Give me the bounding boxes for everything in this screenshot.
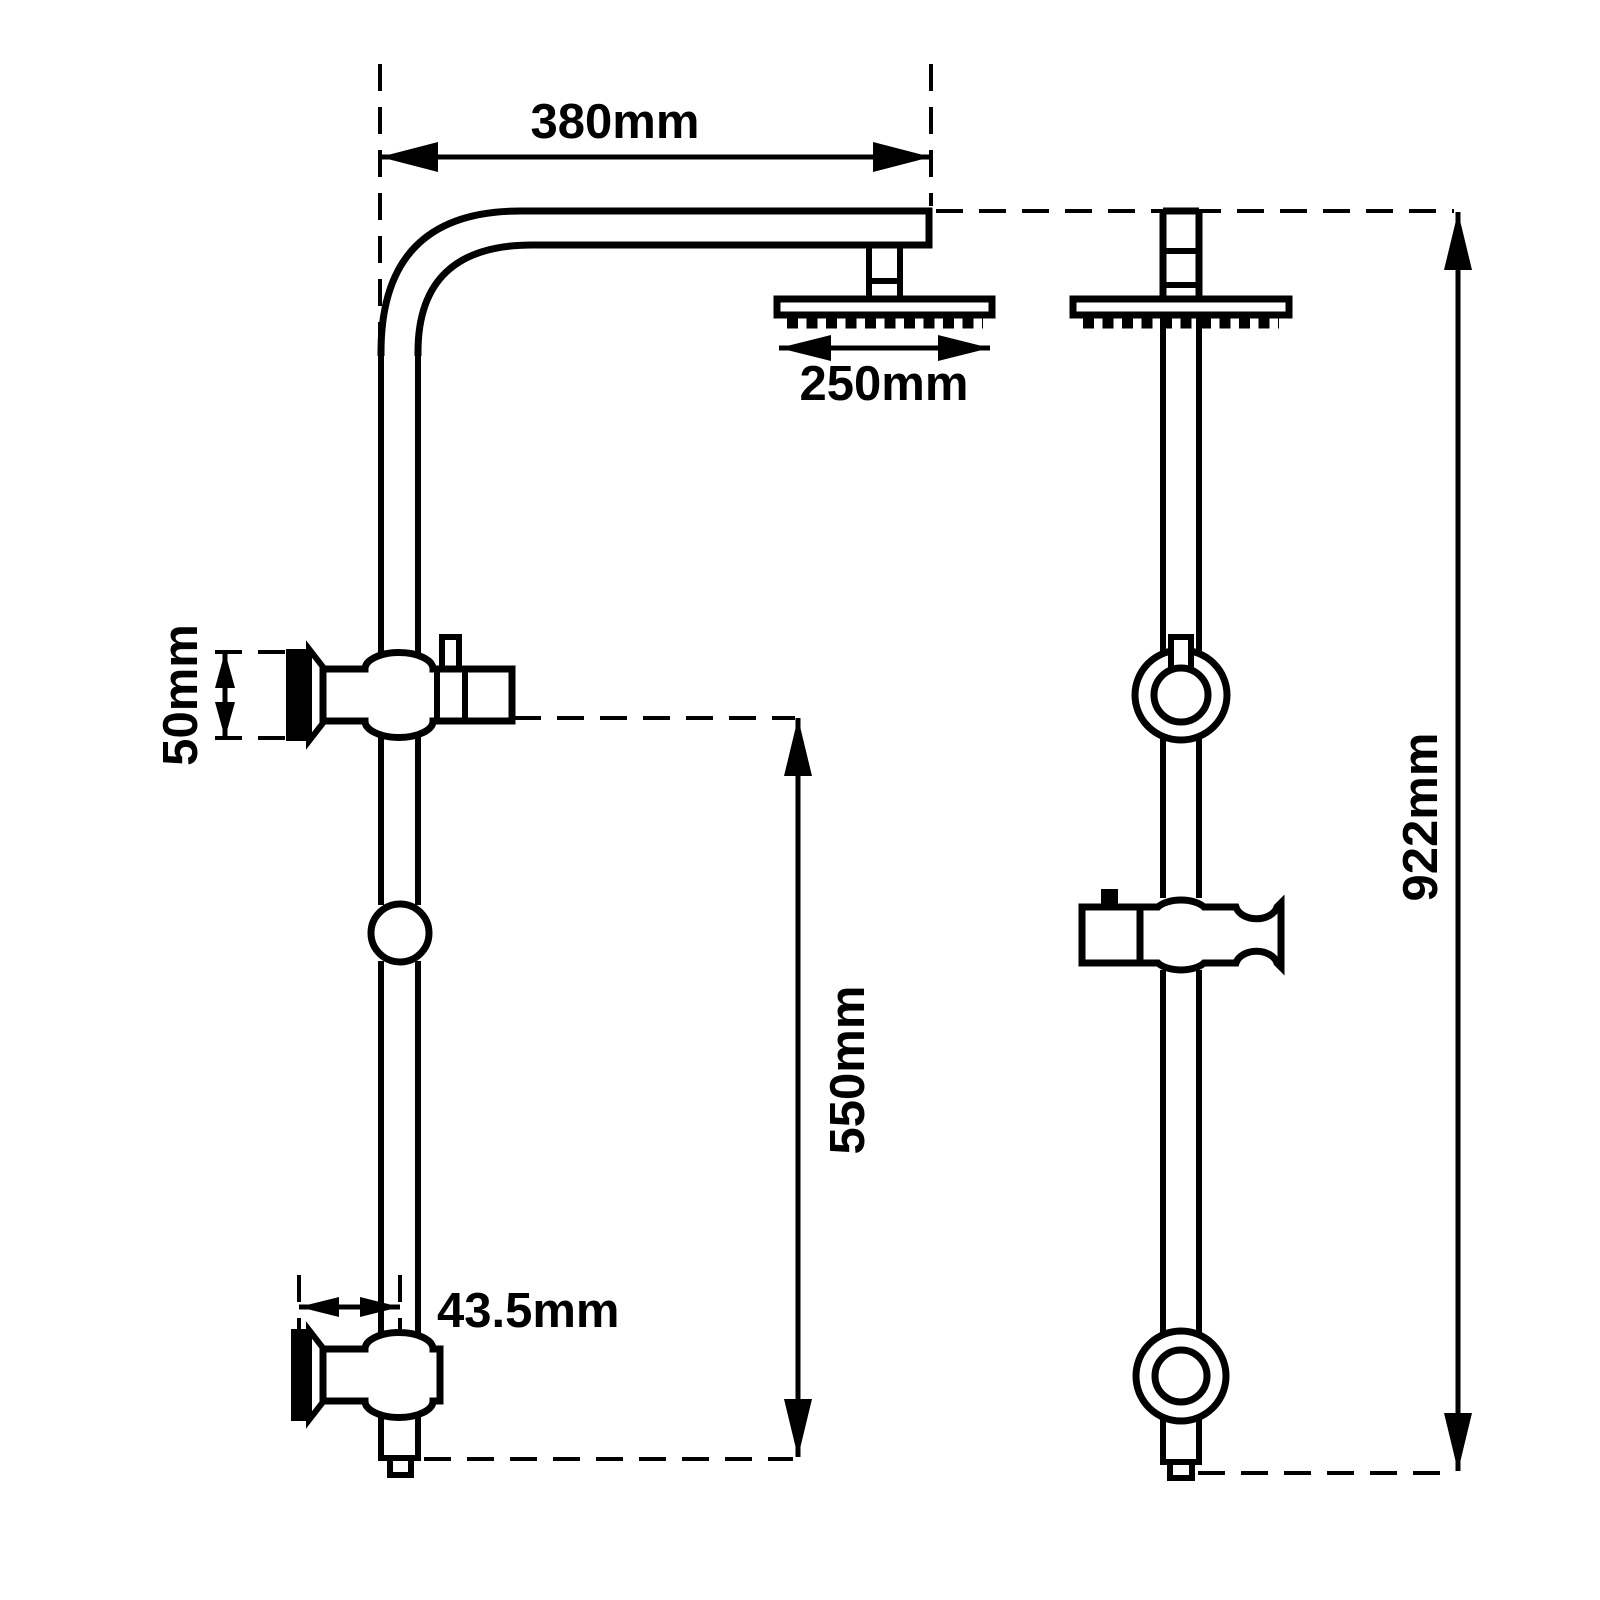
dimension-922: 922mm [1198,212,1472,1475]
lower-wall-bracket [291,1321,444,1429]
rail-pipe-side [378,352,421,1461]
arrowhead-left-icon [299,1297,339,1317]
dimension-380-label: 380mm [531,95,700,149]
rail-end-cap-front [1167,1459,1195,1481]
handset-holder [1078,889,1285,976]
bracket-arm [319,1329,444,1421]
arrowhead-right-icon [360,1297,400,1317]
shower-head-front [1069,295,1293,319]
front-view [936,207,1454,1481]
slider-ring-side [367,900,433,966]
holder-block [1078,903,1144,967]
dimension-922-label: 922mm [1394,733,1448,902]
dimension-380: 380mm [380,95,931,172]
holder-cradle [1136,894,1285,976]
dimension-50-label: 50mm [154,624,208,766]
slider-ring-front [1132,1327,1230,1425]
holder-knob [1101,889,1118,907]
wall-flange [286,649,309,741]
upper-wall-bracket [286,634,516,750]
arrowhead-right-icon [873,142,931,172]
ring-inner [1151,1346,1211,1406]
dimension-250-label: 250mm [800,357,969,411]
arrowhead-down-icon [1444,1413,1472,1471]
dimension-43-5: 43.5mm [297,1275,620,1347]
dimension-550: 550mm [424,716,875,1461]
bracket-arm [319,649,516,741]
arrowhead-right-icon [938,335,990,361]
head-connector-front [1159,207,1203,299]
dimension-50: 50mm [154,624,292,766]
shower-head-side [773,295,996,319]
side-view: 380mm 250mm [154,64,996,1478]
arrowhead-left-icon [779,335,831,361]
shower-arm [377,207,933,356]
diverter-inner-ring [1150,664,1212,726]
dimension-43-5-label: 43.5mm [437,1284,620,1338]
arrowhead-up-icon [215,652,235,688]
head-connector-side [866,247,903,302]
arrowhead-down-icon [784,1399,812,1457]
wall-flange [291,1329,309,1421]
dimension-250: 250mm [779,335,990,411]
rail-end-cap-side [387,1455,414,1478]
arrowhead-up-icon [784,718,812,776]
arrowhead-left-icon [380,142,438,172]
dimension-550-label: 550mm [821,986,875,1155]
arrowhead-up-icon [1444,212,1472,270]
diverter-front [1131,634,1231,744]
rail-pipe-front [1160,315,1202,1465]
arrowhead-down-icon [215,702,235,738]
